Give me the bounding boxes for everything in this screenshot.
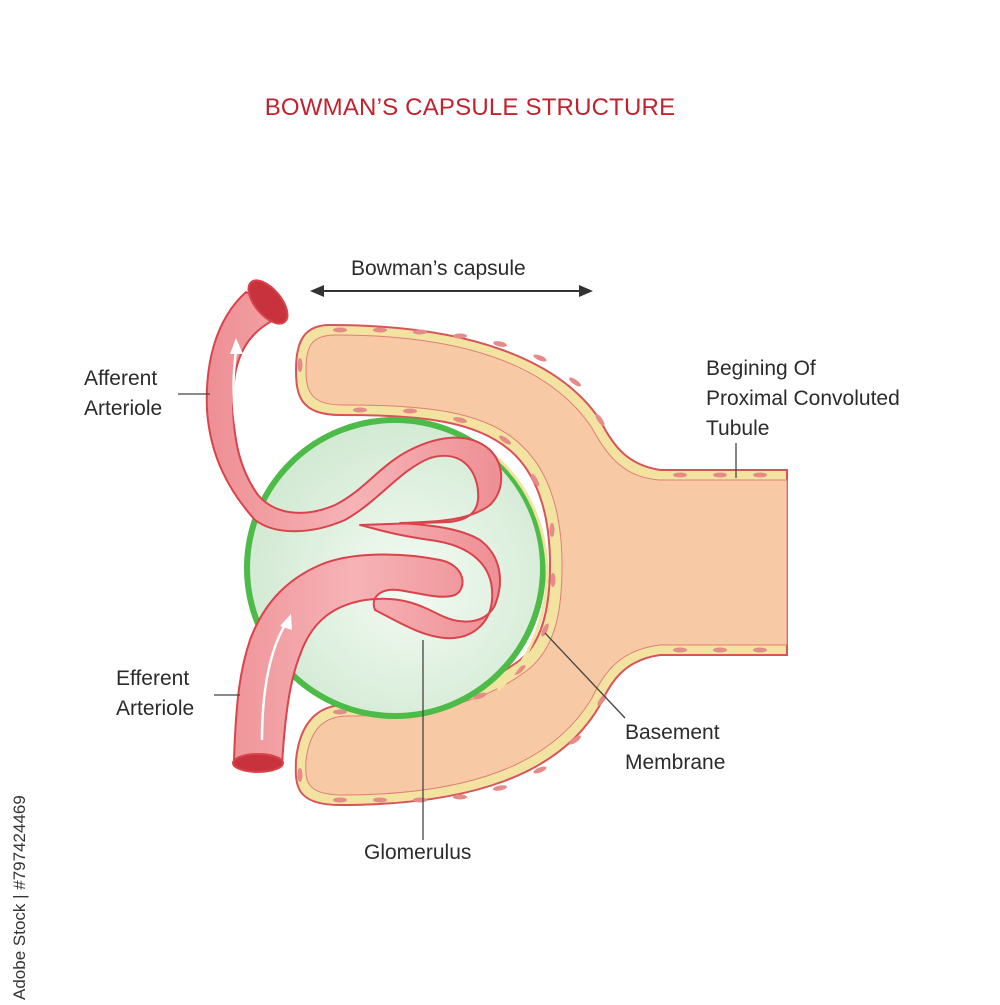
bowmans-capsule-arrow: [310, 285, 593, 297]
basement-membrane-line: [469, 438, 549, 692]
bowmans-capsule-text: Bowman’s capsule: [351, 257, 526, 280]
pct-line-2: Proximal Convoluted: [706, 387, 900, 410]
efferent-opening: [232, 753, 284, 773]
efferent-flow-arrowhead: [280, 614, 292, 630]
pct-line-3: Tubule: [706, 417, 770, 440]
efferent-arteriole-label: Efferent Arteriole: [116, 664, 194, 724]
afferent-opening: [247, 279, 289, 325]
basement-membrane-label: Basement Membrane: [625, 718, 725, 778]
efferent-line-2: Arteriole: [116, 697, 195, 720]
efferent-line-1: Efferent: [116, 667, 190, 690]
stock-id-watermark: Adobe Stock | #797424469: [10, 795, 32, 1000]
afferent-flow-arrowhead: [230, 338, 243, 354]
afferent-arteriole-label: Afferent Arteriole: [84, 364, 162, 424]
stock-id-text: Adobe Stock | #797424469: [10, 795, 29, 1000]
glomerulus-label: Glomerulus: [364, 838, 471, 868]
afferent-line-2: Arteriole: [84, 397, 163, 420]
cell-nuclei: [297, 327, 767, 803]
basement-leader: [544, 632, 626, 719]
bowmans-capsule-label: Bowman’s capsule: [351, 254, 526, 284]
efferent-flow-arrow: [260, 624, 287, 741]
glomerulus-text: Glomerulus: [364, 841, 472, 864]
pct-line-1: Begining Of: [706, 357, 816, 380]
basement-line-2: Membrane: [625, 751, 726, 774]
afferent-flow-arrow: [232, 349, 252, 471]
capillary-vessel: [205, 279, 503, 773]
page-title: BOWMAN’S CAPSULE STRUCTURE: [264, 94, 676, 121]
pct-label: Begining Of Proximal Convoluted Tubule: [706, 354, 900, 444]
leader-lines: [178, 393, 737, 840]
bowmans-capsule-shape: [294, 323, 788, 807]
afferent-line-1: Afferent: [84, 367, 158, 390]
basement-line-1: Basement: [625, 721, 720, 744]
